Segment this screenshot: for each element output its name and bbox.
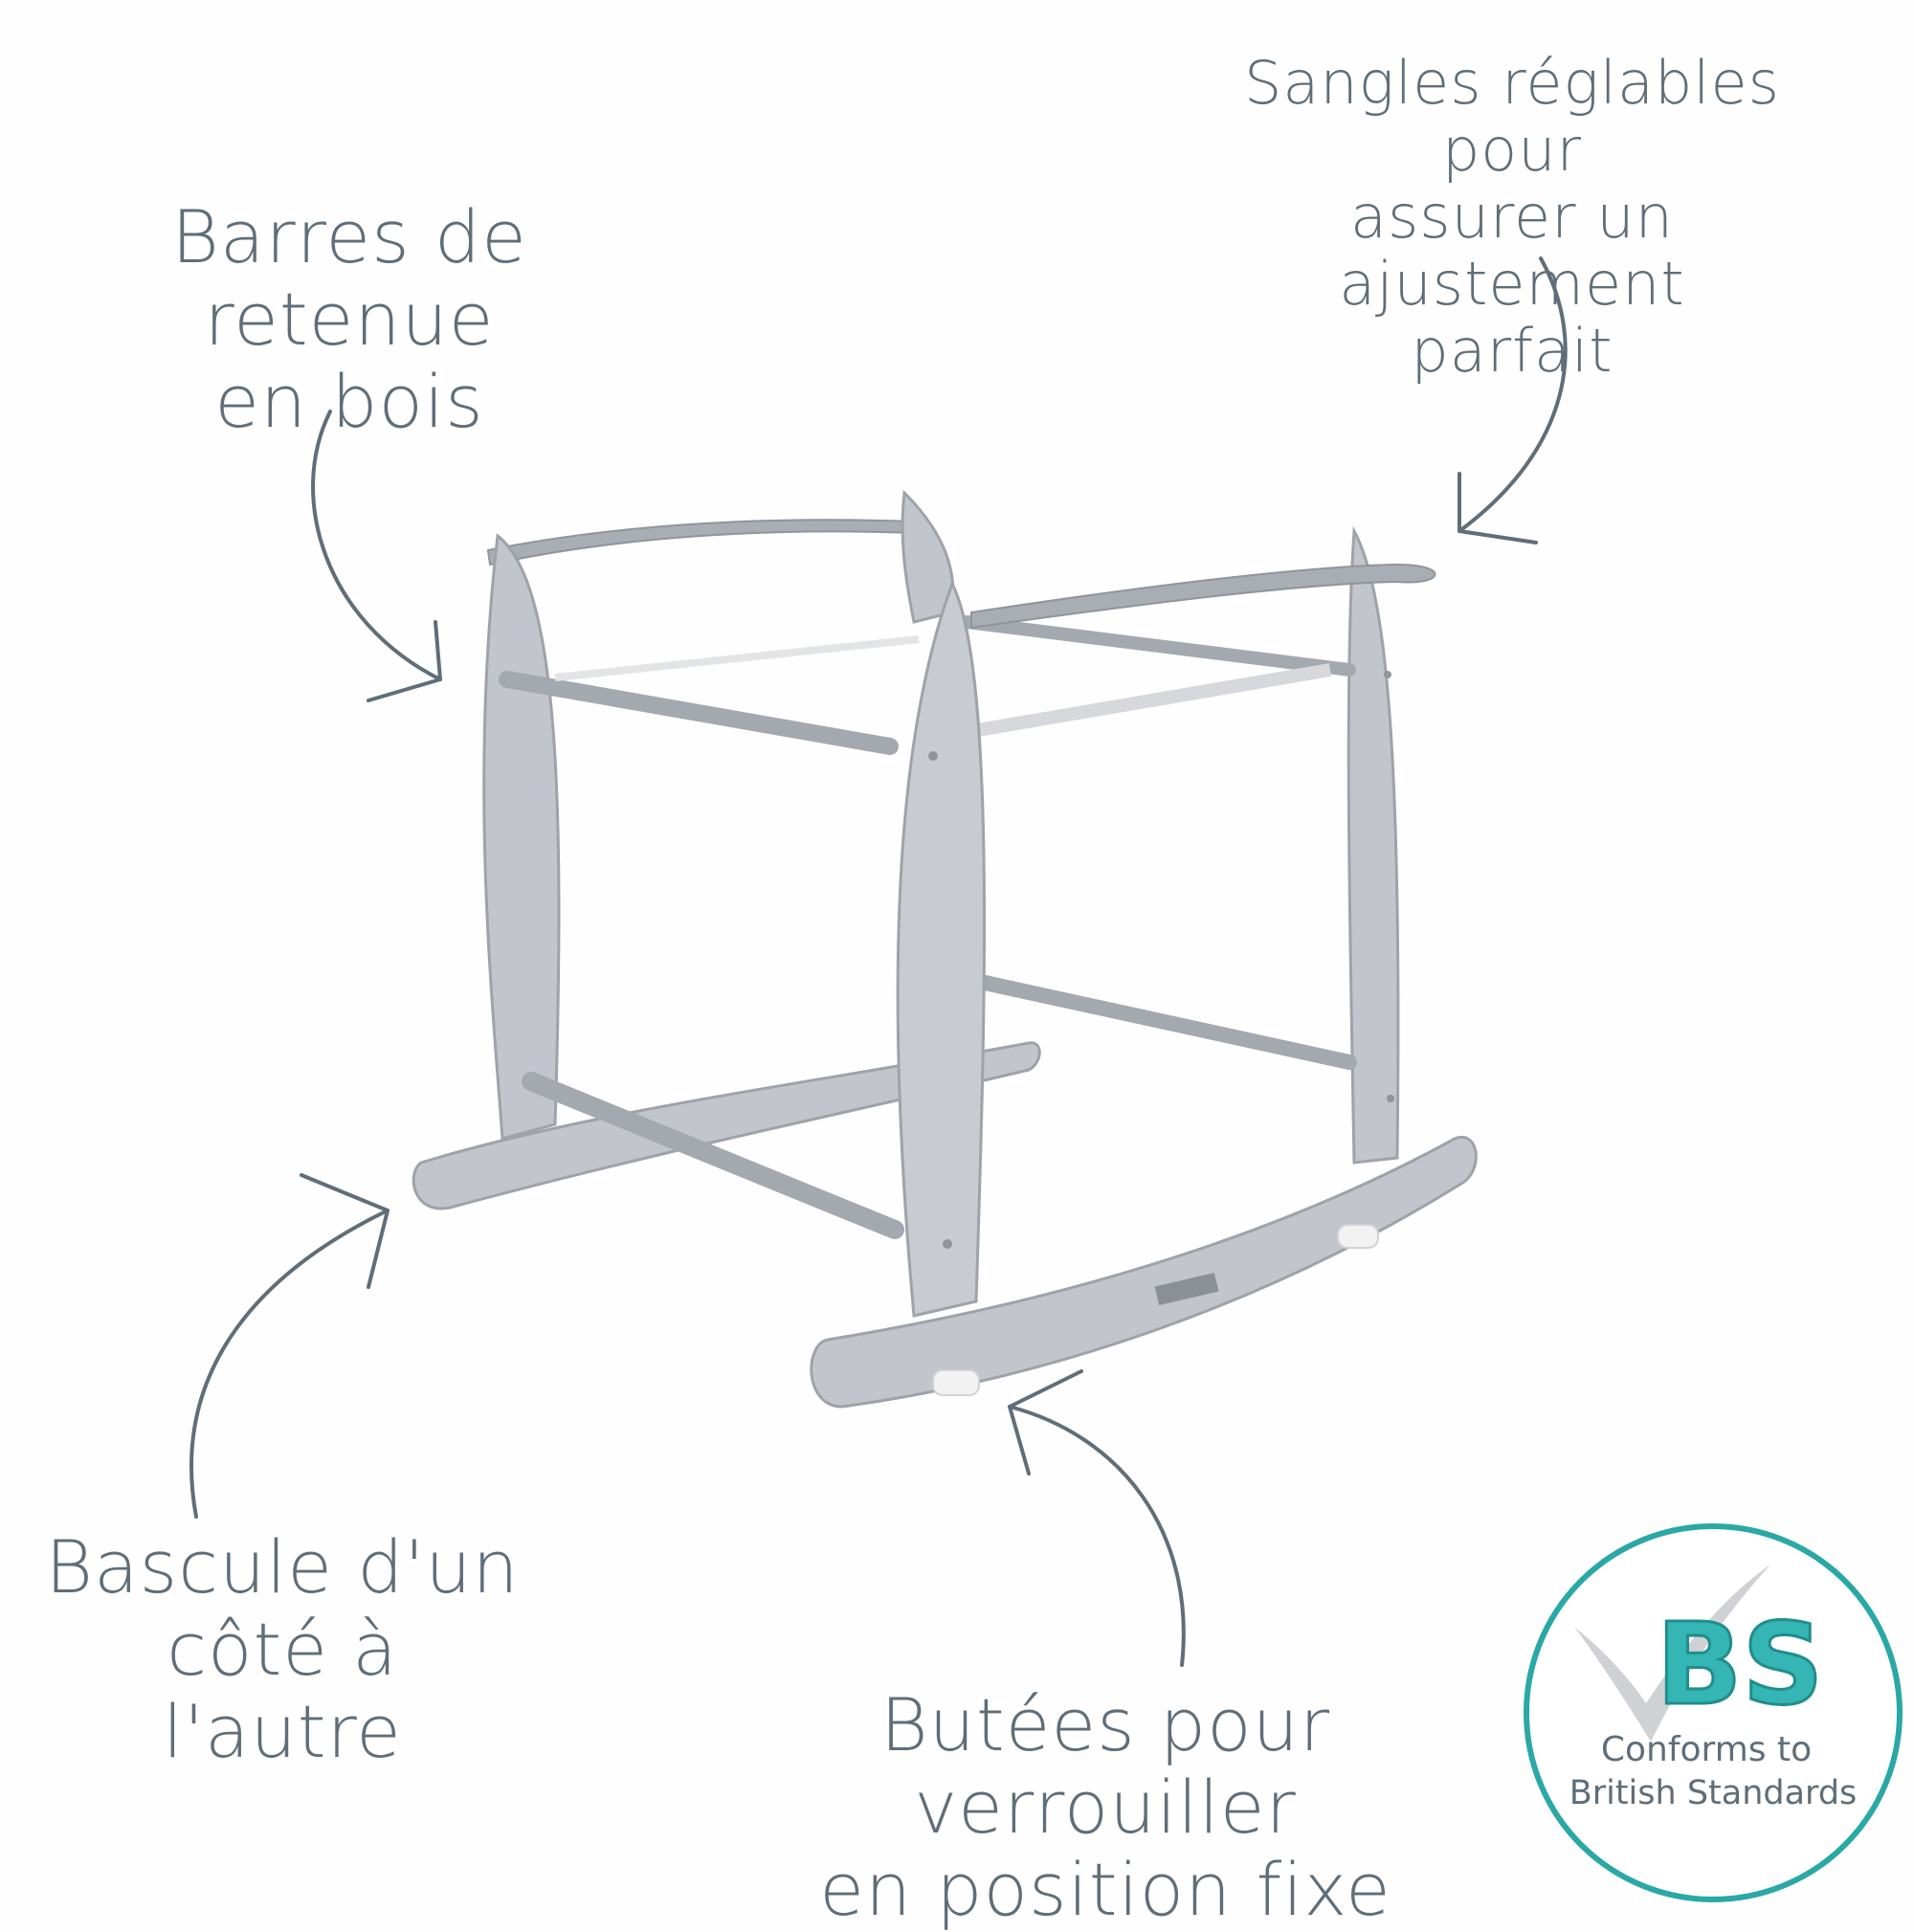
arrow-bascule	[189, 1173, 389, 1519]
bolt	[928, 751, 938, 761]
callout-line: Butées pour verrouiller	[879, 1682, 1331, 1850]
callout-bascule-label: Bascule d'un côté à l'autre	[38, 1526, 526, 1773]
callout-sangles-label: Sangles réglables pour assurer un ajuste…	[1168, 50, 1857, 385]
callout-line: côté à l'autre	[163, 1607, 402, 1774]
brand-plate	[1154, 1273, 1219, 1305]
callout-line: parfait	[1411, 316, 1614, 386]
lower-cross-bar-front	[522, 1072, 904, 1239]
bolt	[943, 1239, 952, 1249]
front-rocker	[810, 1135, 1478, 1409]
lower-cross-bar-back	[968, 973, 1357, 1070]
far-right-post	[1346, 525, 1400, 1165]
callout-line: Barres de retenue	[171, 194, 527, 362]
badge-line-2: British Standards	[1569, 1774, 1858, 1812]
upper-cross-bar-back	[960, 615, 1356, 677]
bs-logo: BS	[1657, 1598, 1824, 1730]
back-top-bar	[486, 519, 915, 566]
callout-line: assurer un ajustement	[1339, 182, 1685, 319]
stopper	[1337, 1224, 1379, 1249]
strap-back	[554, 635, 920, 681]
upper-cross-bar-front	[499, 671, 899, 755]
front-left-panel	[896, 580, 987, 1318]
badge-line-1: Conforms to	[1601, 1730, 1812, 1769]
callout-line: Bascule d'un	[45, 1524, 520, 1610]
back-left-panel	[482, 533, 561, 1141]
arrow-sangles	[1458, 256, 1568, 544]
back-rocker	[412, 1041, 1041, 1210]
callout-barres-label: Barres de retenue en bois	[24, 196, 675, 443]
checkmark-icon	[1574, 1565, 1770, 1742]
front-top-bar	[970, 563, 1436, 630]
arrow-barres	[311, 410, 442, 702]
stopper	[932, 1369, 980, 1396]
strap-front	[965, 663, 1332, 739]
bolt	[1387, 1095, 1394, 1102]
bolt	[1384, 671, 1391, 678]
rocking-stand	[412, 489, 1478, 1409]
callout-line: Sangles réglables pour	[1244, 48, 1780, 185]
callout-line: en bois	[214, 359, 484, 444]
arrow-butees	[1008, 1369, 1186, 1667]
british-standards-badge: BS Conforms to British Standards	[1524, 1523, 1903, 1902]
